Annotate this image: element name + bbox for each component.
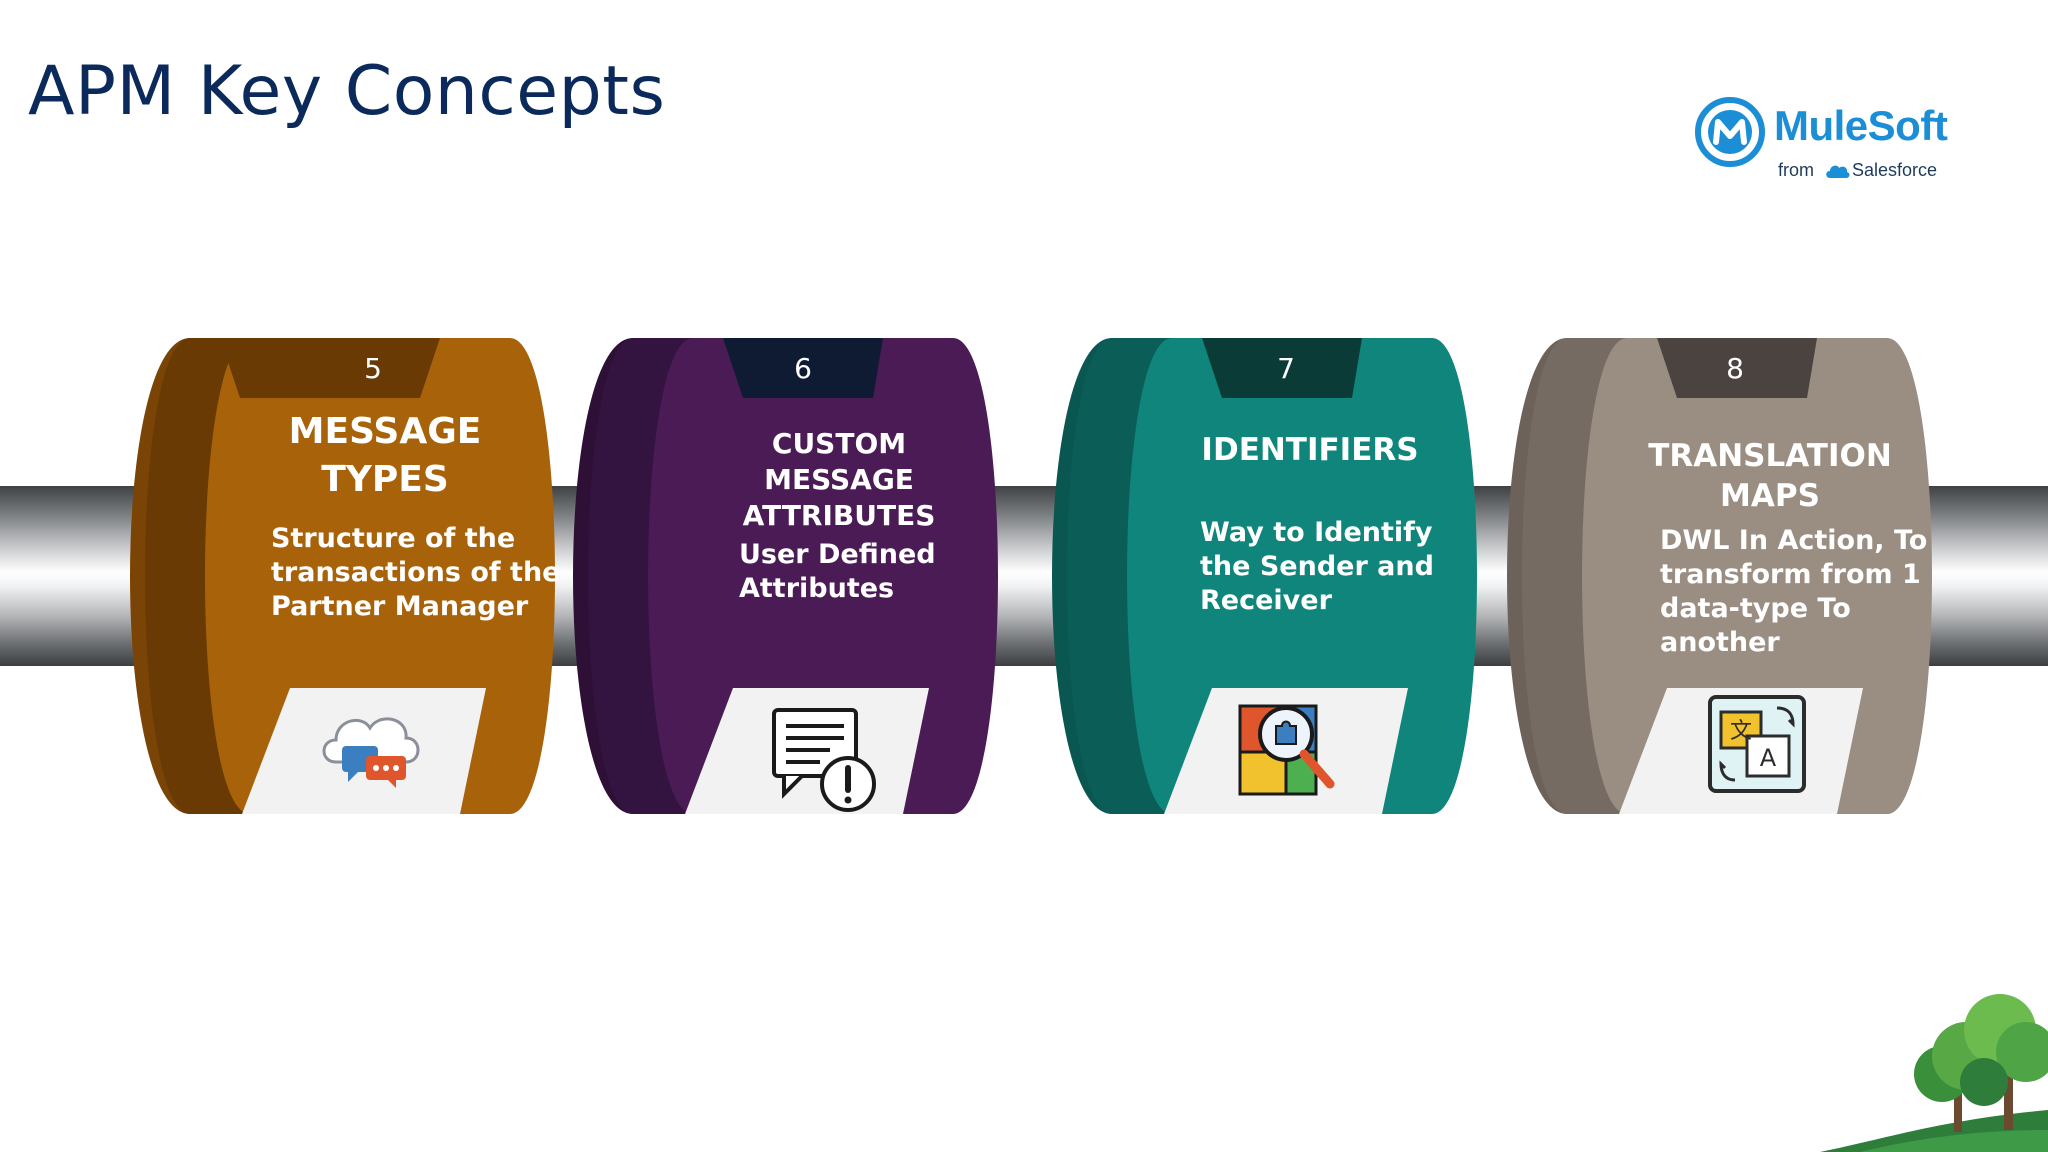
concept-cylinder-1 <box>130 338 555 814</box>
concept-description-custom-message-attributes: User Defined Attributes <box>739 539 936 604</box>
concept-description-translation-maps: DWL In Action, To transform from 1 data-… <box>1660 525 1928 658</box>
concept-cylinder-3 <box>1052 338 1477 814</box>
mulesoft-logo: MuleSoft from Salesforce <box>1694 94 1954 186</box>
translate-icon: 文 A <box>1708 695 1806 793</box>
concept-title-translation-maps: TRANSLATION MAPS <box>1648 438 1892 514</box>
salesforce-cloud-icon <box>1826 165 1850 178</box>
svg-text:A: A <box>1760 744 1777 772</box>
page-title: APM Key Concepts <box>28 52 666 131</box>
concept-description-identifiers: Way to Identify the Sender and Receiver <box>1200 517 1434 616</box>
concept-cylinder-2 <box>573 338 998 814</box>
concept-number-5: 5 <box>364 352 382 385</box>
concept-description-message-types: Structure of the transactions of the Par… <box>271 523 561 622</box>
mulesoft-mark-icon <box>1695 97 1765 167</box>
tree-scenery-illustration <box>1820 994 2048 1152</box>
document-alert-icon <box>772 708 876 812</box>
message-cloud-icon <box>322 717 420 788</box>
puzzle-search-icon <box>1238 704 1335 796</box>
concept-number-7: 7 <box>1277 352 1295 385</box>
concept-number-8: 8 <box>1726 352 1744 385</box>
logo-salesforce-text: Salesforce <box>1852 160 1938 180</box>
logo-from-text: from <box>1778 160 1814 180</box>
concept-title-message-types: MESSAGE TYPES <box>288 411 482 500</box>
concept-title-custom-message-attributes: CUSTOM MESSAGE ATTRIBUTES <box>742 427 936 532</box>
concept-title-identifiers: IDENTIFIERS <box>1201 432 1419 468</box>
concept-number-6: 6 <box>794 352 812 385</box>
svg-text:文: 文 <box>1730 719 1752 744</box>
logo-brand-text: MuleSoft <box>1774 102 1948 149</box>
